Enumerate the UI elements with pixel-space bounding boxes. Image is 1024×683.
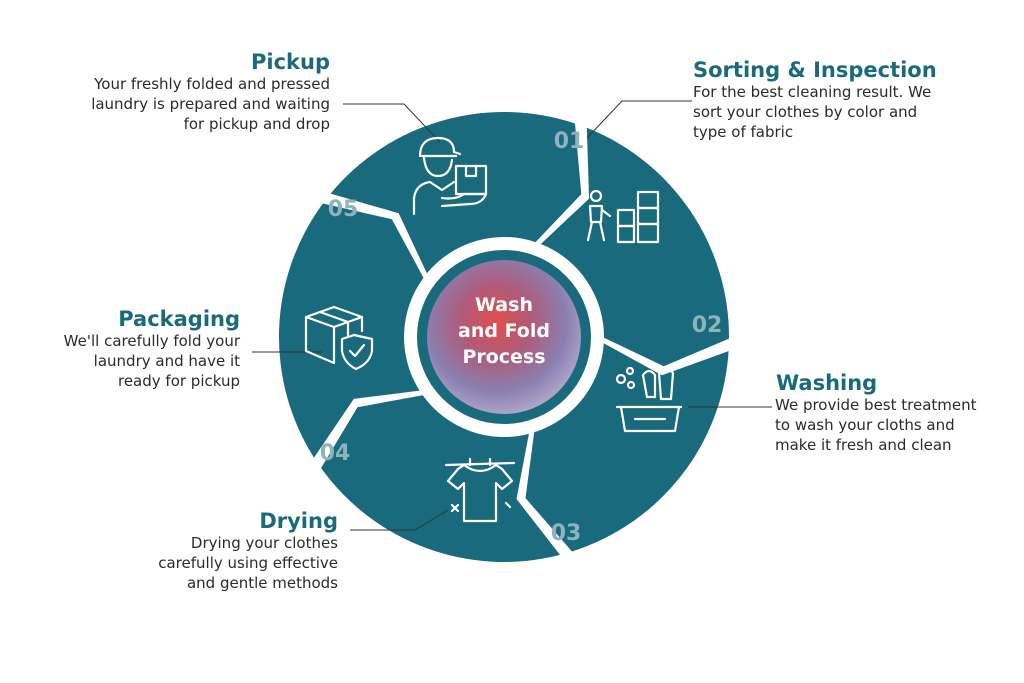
- step-title-drying: Drying: [259, 509, 338, 533]
- callout-line-05: [343, 103, 441, 143]
- segment-drying: [321, 395, 560, 562]
- delivery-person-icon: [412, 136, 488, 216]
- step-number-01: 01: [554, 129, 585, 154]
- step-title-sorting: Sorting & Inspection: [693, 58, 937, 82]
- segment-packaging: [278, 203, 424, 458]
- segment-sorting: [540, 127, 730, 367]
- step-desc-drying: Drying your clothes carefully using effe…: [158, 534, 338, 592]
- washing-tub-icon: [615, 366, 683, 433]
- step-desc-packaging: We'll carefully fold your laundry and ha…: [63, 332, 240, 390]
- step-title-washing: Washing: [776, 371, 878, 395]
- step-title-pickup: Pickup: [251, 50, 330, 74]
- center-image: [427, 260, 581, 414]
- package-check-icon: [304, 305, 374, 371]
- step-desc-sorting: For the best cleaning result. We sort yo…: [693, 83, 932, 141]
- callout-line-03: [350, 509, 449, 531]
- wheel-segments: [278, 111, 730, 562]
- step-number-02: 02: [692, 313, 723, 338]
- sorting-boxes-icon: [586, 189, 660, 244]
- step-desc-washing: We provide best treatment to wash your c…: [775, 396, 977, 454]
- step-desc-pickup: Your freshly folded and pressed laundry …: [91, 75, 330, 133]
- step-number-04: 04: [320, 441, 351, 466]
- segment-washing: [525, 343, 729, 552]
- callout-line-01: [586, 100, 692, 139]
- center-title-line-2: and Fold: [458, 320, 550, 342]
- step-title-packaging: Packaging: [118, 307, 240, 331]
- hanging-shirt-icon: [444, 457, 516, 523]
- center-title-line-1: Wash: [475, 294, 533, 316]
- step-number-05: 05: [328, 197, 359, 222]
- center-title-line-3: Process: [462, 346, 545, 368]
- step-number-03: 03: [551, 521, 582, 546]
